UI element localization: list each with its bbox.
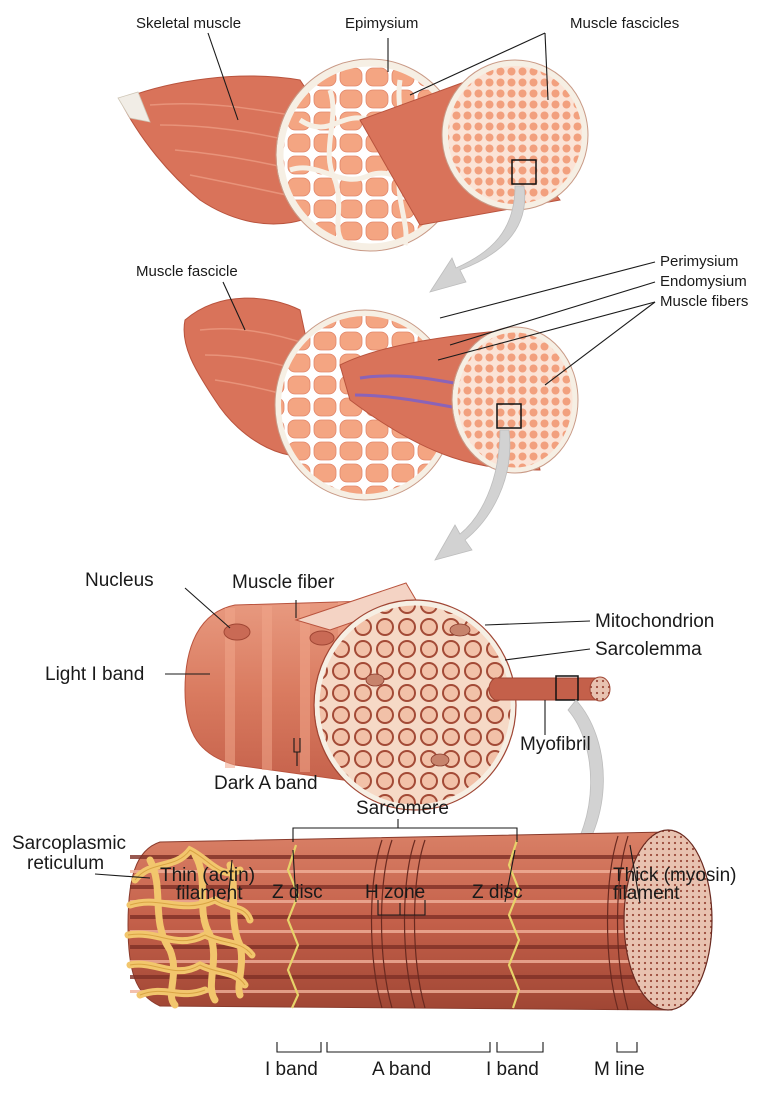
label-myofibril: Myofibril bbox=[520, 734, 591, 755]
panel-muscle-fascicle bbox=[184, 298, 578, 560]
label-muscle-fascicles: Muscle fascicles bbox=[570, 15, 679, 32]
label-mitochondrion: Mitochondrion bbox=[595, 611, 714, 632]
label-z-disc-right: Z disc bbox=[472, 882, 523, 903]
myofibril-cross-section bbox=[624, 830, 712, 1010]
label-thick-filament-2: filament bbox=[613, 883, 680, 904]
label-sarcomere: Sarcomere bbox=[356, 798, 449, 819]
fascicle-cross-section bbox=[445, 63, 585, 207]
label-sarcoplasmic-1: Sarcoplasmic bbox=[12, 833, 126, 854]
label-light-i-band: Light I band bbox=[45, 664, 144, 685]
label-dark-a-band: Dark A band bbox=[214, 773, 318, 794]
label-muscle-fiber: Muscle fiber bbox=[232, 572, 335, 593]
label-m-line: M line bbox=[594, 1059, 645, 1080]
panel-skeletal-muscle bbox=[118, 59, 588, 292]
label-h-zone: H zone bbox=[365, 882, 425, 903]
mitochondrion-2 bbox=[366, 674, 384, 686]
label-z-disc-left: Z disc bbox=[272, 882, 323, 903]
label-perimysium: Perimysium bbox=[660, 253, 738, 270]
myofibril-end bbox=[590, 677, 610, 701]
label-nucleus: Nucleus bbox=[85, 570, 154, 591]
nucleus-2 bbox=[310, 631, 334, 645]
label-thin-filament-2: filament bbox=[176, 883, 243, 904]
label-skeletal-muscle: Skeletal muscle bbox=[136, 15, 241, 32]
label-sarcolemma: Sarcolemma bbox=[595, 639, 702, 660]
label-i-band-left: I band bbox=[265, 1059, 318, 1080]
mitochondrion-3 bbox=[431, 754, 449, 766]
label-epimysium: Epimysium bbox=[345, 15, 418, 32]
label-i-band-right: I band bbox=[486, 1059, 539, 1080]
myofibril-rod bbox=[489, 678, 600, 700]
panel-sarcomere bbox=[128, 830, 712, 1010]
fiber-cross-section bbox=[317, 603, 513, 807]
label-sarcoplasmic-2: reticulum bbox=[27, 853, 104, 874]
label-endomysium: Endomysium bbox=[660, 273, 747, 290]
label-muscle-fibers: Muscle fibers bbox=[660, 293, 748, 310]
label-a-band: A band bbox=[372, 1059, 431, 1080]
mitochondrion-1 bbox=[450, 624, 470, 636]
label-muscle-fascicle: Muscle fascicle bbox=[136, 263, 238, 280]
